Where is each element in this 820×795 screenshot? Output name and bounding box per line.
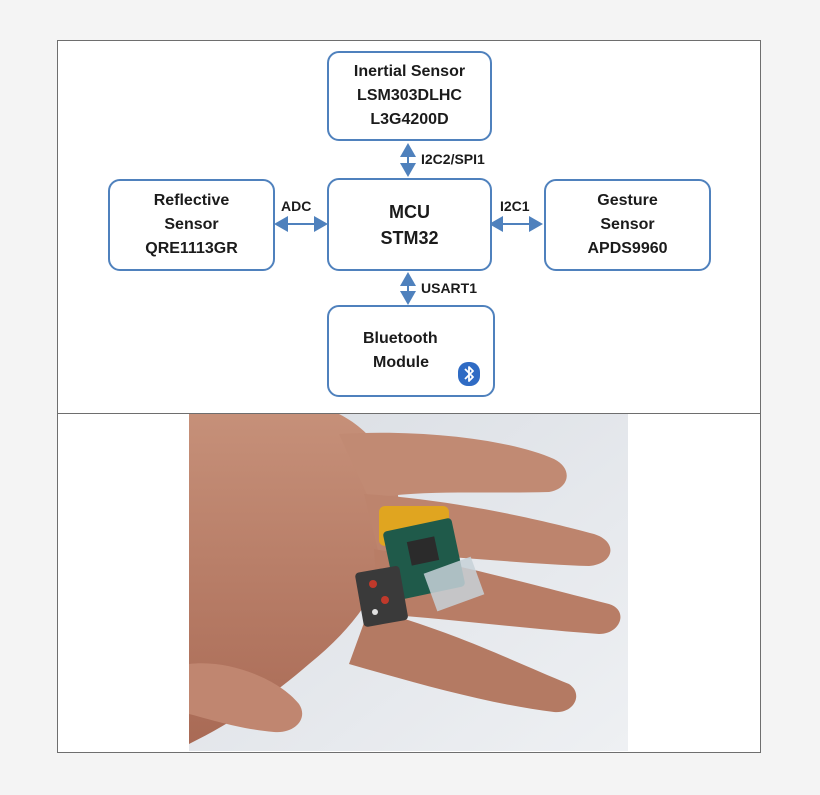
ring-device-photo (189, 414, 628, 751)
mcu-node: MCU STM32 (327, 178, 492, 271)
edge-label-gesture-mcu: I2C1 (500, 198, 530, 214)
edge-label-bluetooth-mcu: USART1 (421, 280, 478, 296)
bluetooth-icon (458, 362, 480, 386)
bluetooth-module-label-2: Module (373, 354, 429, 371)
reflective-sensor-label: Reflective (153, 192, 230, 209)
reflective-sensor-part: QRE1113GR (145, 240, 238, 257)
gesture-sensor-part: APDS9960 (587, 240, 668, 257)
bluetooth-module-label: Bluetooth (363, 330, 438, 347)
edge-label-reflective-mcu: ADC (281, 198, 312, 214)
inertial-sensor-part-1: LSM303DLHC (357, 87, 462, 104)
inertial-sensor-label: Inertial Sensor (353, 63, 466, 80)
mcu-part: STM32 (380, 227, 439, 248)
panel-divider (58, 413, 760, 414)
gesture-sensor-label-2: Sensor (600, 216, 655, 233)
gesture-sensor-label: Gesture (597, 192, 658, 209)
reflective-sensor-node: Reflective Sensor QRE1113GR (108, 179, 275, 271)
inertial-sensor-node: Inertial Sensor LSM303DLHC L3G4200D (327, 51, 492, 141)
mcu-label: MCU (389, 201, 430, 222)
gesture-sensor-node: Gesture Sensor APDS9960 (544, 179, 711, 271)
inertial-sensor-part-2: L3G4200D (370, 111, 449, 128)
reflective-sensor-label-2: Sensor (164, 216, 219, 233)
photo-illustration (189, 414, 628, 751)
bluetooth-module-node: Bluetooth Module (327, 305, 495, 397)
edge-label-inertial-mcu: I2C2/SPI1 (421, 151, 485, 167)
